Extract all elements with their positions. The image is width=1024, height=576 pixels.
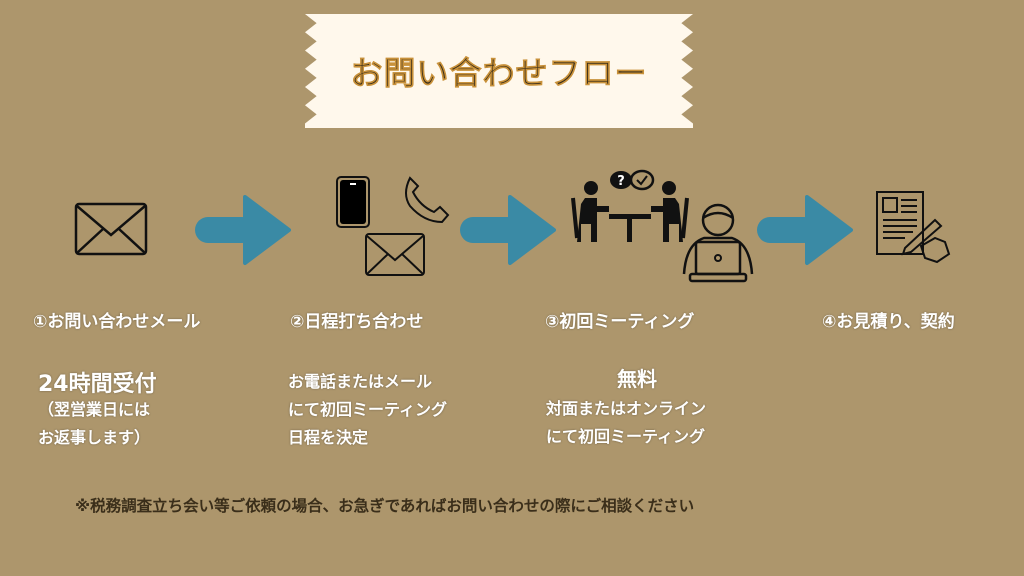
description-line: お返事します） <box>38 428 151 447</box>
smartphone-icon <box>336 176 370 228</box>
description-line: （翌営業日には <box>38 400 151 419</box>
arrow-right-icon <box>460 195 556 265</box>
page-title: お問い合わせフロー <box>350 54 648 93</box>
step-3-description: 対面またはオンライン にて初回ミーティング <box>546 395 706 451</box>
envelope-icon <box>74 202 148 256</box>
footnote: ※税務調査立ち会い等ご依頼の場合、お急ぎであればお問い合わせの際にご相談ください <box>75 497 695 515</box>
arrow-right-icon <box>757 195 853 265</box>
step-2-label: ②日程打ち合わせ <box>290 312 424 332</box>
telephone-icon <box>405 176 450 224</box>
step-2-description: お電話またはメール にて初回ミーティング 日程を決定 <box>288 368 447 452</box>
laptop-user-icon <box>682 203 754 283</box>
step-3-headline: 無料 <box>617 367 657 391</box>
description-line: お電話またはメール <box>288 372 433 391</box>
step-4-label: ④お見積り、契約 <box>822 312 955 332</box>
svg-text:?: ? <box>617 174 625 189</box>
arrow-right-icon <box>195 195 291 265</box>
description-line: 対面またはオンライン <box>546 399 707 418</box>
title-banner: お問い合わせフロー <box>305 14 693 128</box>
description-line: 日程を決定 <box>288 428 369 447</box>
description-line: にて初回ミーティング <box>546 427 706 446</box>
step-1-description: （翌営業日には お返事します） <box>38 396 150 452</box>
step-1-label: ①お問い合わせメール <box>33 312 201 332</box>
contract-icon <box>876 191 951 264</box>
step-3-label: ③初回ミーティング <box>545 312 695 332</box>
meeting-icon: ? <box>571 169 689 242</box>
description-line: にて初回ミーティング <box>288 400 448 419</box>
envelope-icon <box>365 233 425 276</box>
step-1-headline: 24時間受付 <box>38 372 157 397</box>
